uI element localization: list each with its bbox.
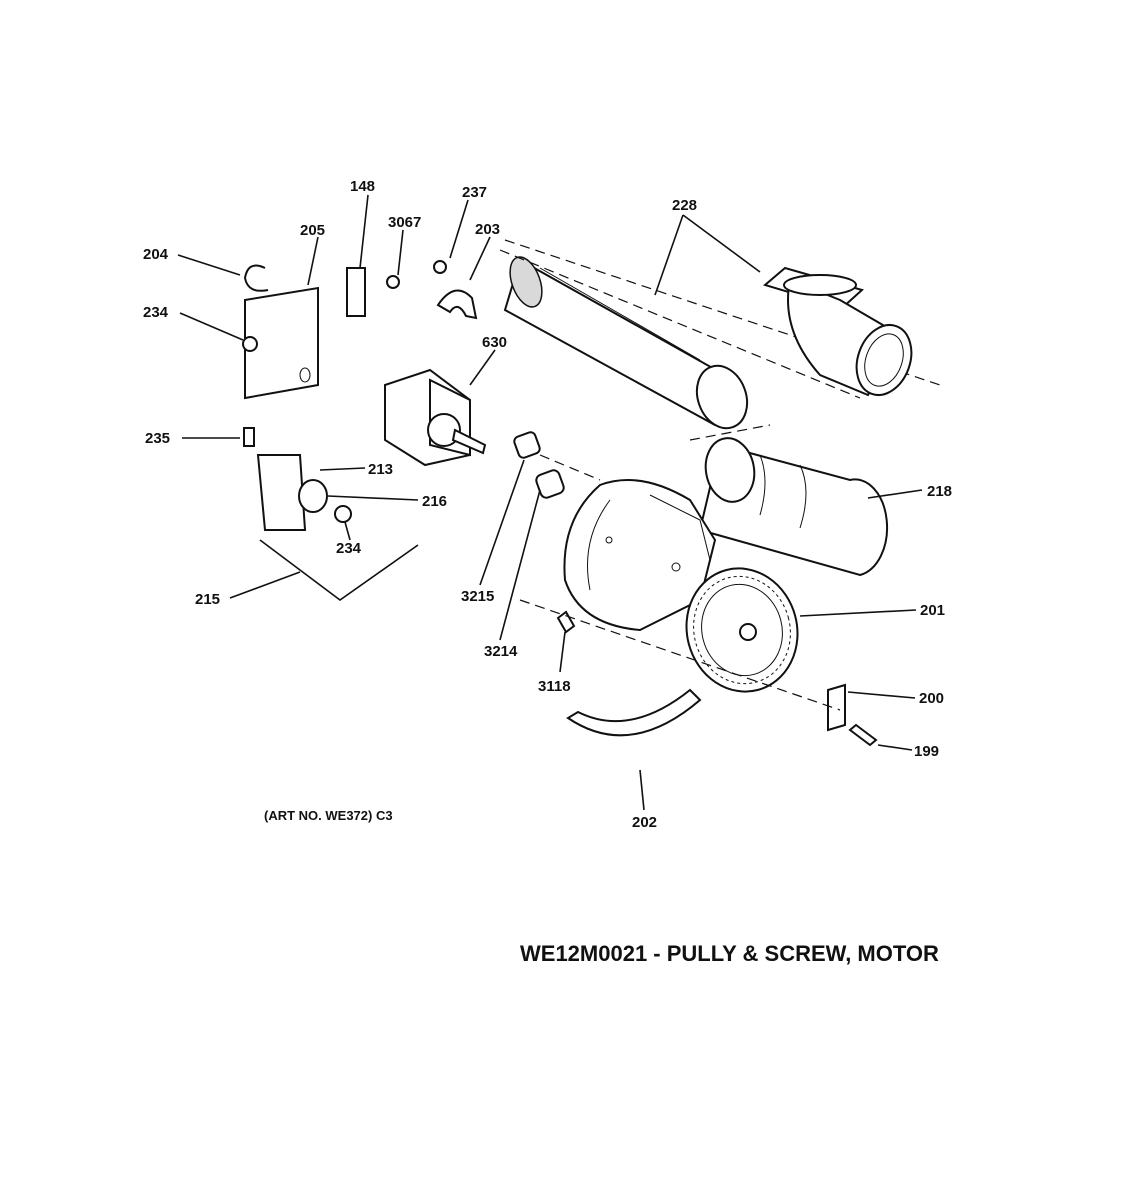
- label-213: 213: [368, 461, 393, 478]
- label-215: 215: [195, 591, 220, 608]
- blower-housing-part: [563, 479, 717, 632]
- label-199: 199: [914, 743, 939, 760]
- idler-pulley-216-part: [298, 479, 328, 513]
- screw-235-part: [243, 427, 255, 447]
- clip-204-part: [243, 264, 269, 292]
- elbow-duct-part: [762, 266, 913, 397]
- label-148: 148: [350, 178, 375, 195]
- label-205: 205: [300, 222, 325, 239]
- bracket-205-part: [244, 286, 319, 400]
- gasket-3214-part: [535, 469, 565, 499]
- label-202: 202: [632, 814, 657, 831]
- label-216: 216: [422, 493, 447, 510]
- label-235: 235: [145, 430, 170, 447]
- label-218: 218: [927, 483, 952, 500]
- label-630: 630: [482, 334, 507, 351]
- label-3067: 3067: [388, 214, 421, 231]
- blower-wheel-part: [685, 567, 799, 693]
- clamp-203-part: [436, 289, 478, 320]
- label-3215: 3215: [461, 588, 494, 605]
- label-3118: 3118: [538, 678, 571, 695]
- gasket-3215-part: [513, 431, 541, 459]
- label-234-top: 234: [143, 304, 169, 321]
- duct-joint-dash: [689, 424, 771, 441]
- blower-duct-part: [698, 437, 889, 577]
- switch-148-part: [346, 267, 366, 317]
- screw-3118-part: [556, 610, 576, 634]
- label-234-bottom: 234: [336, 540, 362, 557]
- nut-234-bottom-part: [334, 505, 352, 523]
- belt-part: [256, 454, 307, 531]
- label-204: 204: [143, 246, 169, 263]
- screw-199-part: [848, 723, 878, 747]
- screw-237-part: [433, 260, 447, 274]
- leader-lines: [177, 194, 923, 811]
- nut-234-top-part: [242, 336, 258, 352]
- bracket-202-part: [566, 688, 702, 737]
- duct-tube-part: [503, 256, 749, 430]
- diagram-caption: WE12M0021 - PULLY & SCREW, MOTOR: [520, 941, 939, 966]
- screw-3067-part: [386, 275, 400, 289]
- label-237: 237: [462, 184, 487, 201]
- label-201: 201: [920, 602, 945, 619]
- label-228: 228: [672, 197, 697, 214]
- shaft-axis-dash: [519, 454, 841, 711]
- bracket-hole: [299, 367, 311, 383]
- motor-part: [384, 368, 487, 467]
- label-203: 203: [475, 221, 500, 238]
- idler-arm-215-part: [259, 539, 419, 601]
- label-200: 200: [919, 690, 944, 707]
- duct-guide-lines: [499, 239, 941, 399]
- clip-200-part: [827, 683, 846, 732]
- art-number: (ART NO. WE372) C3: [264, 808, 393, 823]
- label-3214: 3214: [484, 643, 518, 660]
